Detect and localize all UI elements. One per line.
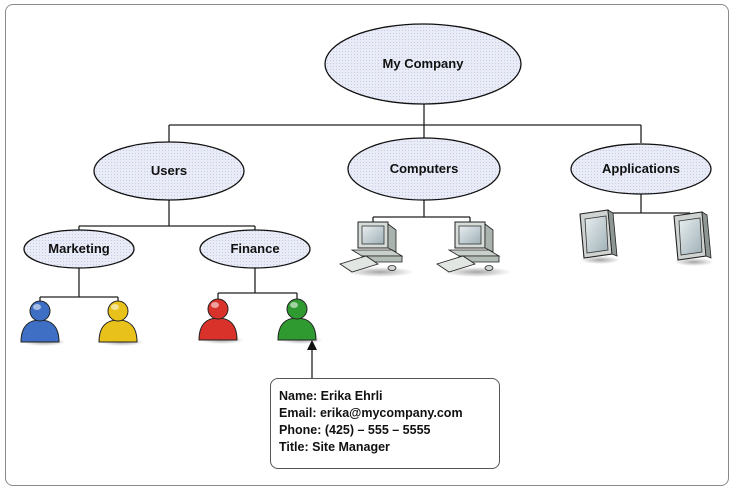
node-label-finance: Finance	[230, 241, 279, 256]
node-my-company: My Company	[324, 23, 522, 105]
application-window-icon	[579, 209, 620, 264]
person-icon	[20, 300, 66, 346]
person-icon	[277, 298, 323, 344]
person-icon	[198, 298, 244, 344]
connector-lines	[39, 104, 691, 378]
node-label-marketing: Marketing	[48, 241, 109, 256]
card-name: Name: Erika Ehrli	[279, 389, 383, 403]
person-icon	[98, 300, 144, 346]
user-detail-card: Name: Erika Ehrli Email: erika@mycompany…	[270, 378, 500, 469]
application-window-icon	[673, 211, 714, 266]
node-applications: Applications	[570, 143, 712, 195]
card-email: Email: erika@mycompany.com	[279, 406, 463, 420]
node-label-computers: Computers	[390, 161, 459, 176]
node-label-applications: Applications	[602, 161, 680, 176]
computer-icon	[339, 221, 414, 277]
card-phone: Phone: (425) – 555 – 5555	[279, 423, 431, 437]
node-finance: Finance	[199, 229, 311, 269]
computer-icon	[436, 221, 511, 277]
node-users: Users	[93, 141, 245, 201]
card-title: Title: Site Manager	[279, 440, 390, 454]
node-label-my-company: My Company	[383, 56, 465, 71]
callout-arrowhead	[307, 340, 317, 350]
node-marketing: Marketing	[23, 229, 135, 269]
node-computers: Computers	[347, 137, 501, 201]
node-label-users: Users	[151, 163, 187, 178]
